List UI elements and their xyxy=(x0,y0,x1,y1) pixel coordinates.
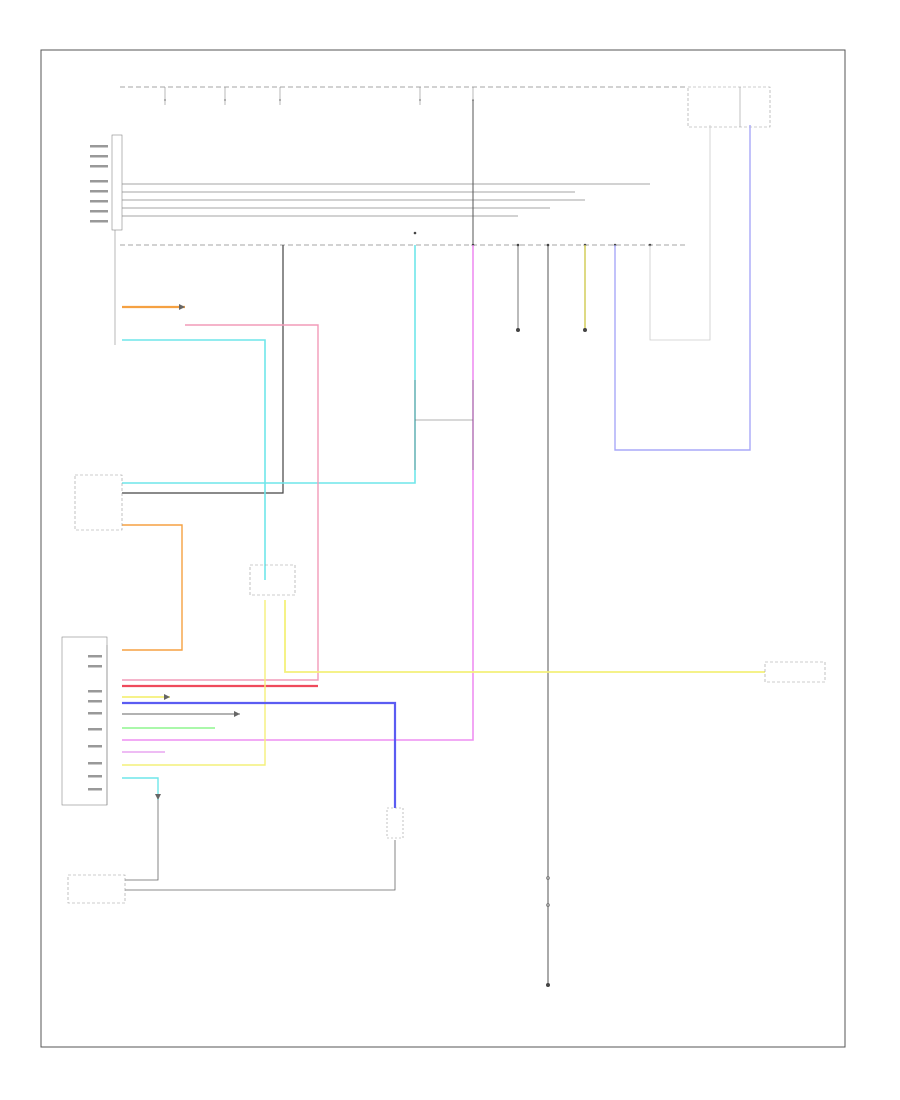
cyan-body-wire xyxy=(122,339,266,580)
top-right-relay-box xyxy=(687,86,771,128)
cyan-short-wire xyxy=(122,777,159,800)
cyan-signal-wire xyxy=(122,245,416,484)
right-sensor-switch xyxy=(546,876,550,907)
pink-wire xyxy=(122,324,319,681)
top-fuse-group xyxy=(164,87,474,105)
lightblue-loop-wire xyxy=(614,125,751,451)
blue-panel-wire xyxy=(170,701,397,808)
dark-signal-wire xyxy=(122,245,284,494)
pin-marks-top-ecu xyxy=(90,145,108,223)
top-fuse-icons xyxy=(164,99,474,101)
wire-arrow-heads xyxy=(155,304,240,800)
front-sensor-connector xyxy=(67,874,126,904)
mid-bus-junctions xyxy=(413,231,652,247)
orange-loop-wire xyxy=(122,524,183,651)
main-ecu-connector xyxy=(61,636,108,806)
relay-mid-switch xyxy=(414,380,474,470)
front-sensor-return xyxy=(125,840,396,891)
ground-terminal-a xyxy=(516,328,520,332)
sensor-ecu-box xyxy=(249,564,296,596)
diagram-frame xyxy=(40,49,846,1048)
front-sensor-wire xyxy=(125,800,159,881)
ground-terminal-bottom xyxy=(546,983,550,987)
upper-sensor-connector xyxy=(764,661,826,683)
top-ecu-connector xyxy=(111,134,123,231)
top-ecu-bus-wires xyxy=(122,183,650,217)
instrument-panel-connector xyxy=(386,807,404,839)
ground-terminal-b xyxy=(583,328,587,332)
pin-marks-main-ecu xyxy=(88,655,102,791)
yellow-long-wire xyxy=(284,600,765,673)
yellow-drop-wire xyxy=(122,600,266,766)
left-side-sensor-box xyxy=(74,474,123,531)
white-loop-wire xyxy=(649,125,711,341)
